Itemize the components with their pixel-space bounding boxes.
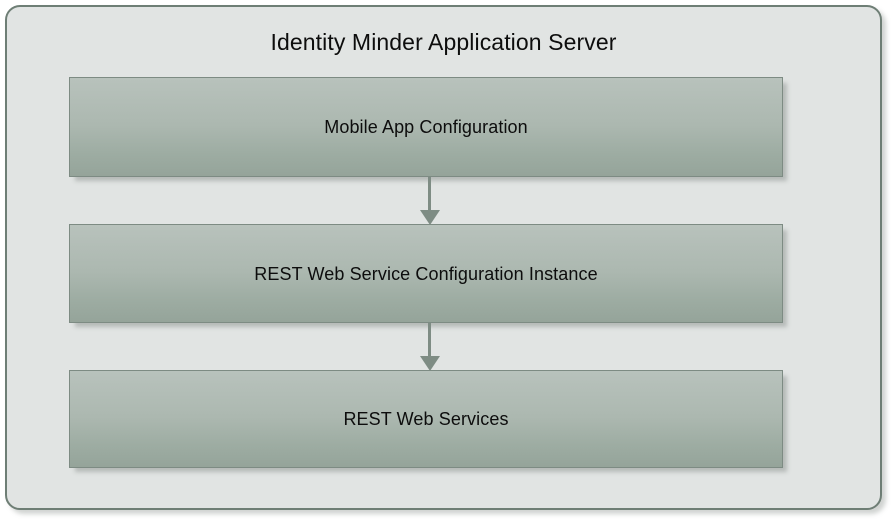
flow-arrow-rest-config-to-rest-services [420, 323, 440, 371]
node-mobile-app-configuration[interactable]: Mobile App Configuration [69, 77, 783, 177]
container-title: Identity Minder Application Server [270, 29, 617, 55]
node-label: REST Web Services [343, 409, 509, 429]
arrow-shaft [428, 177, 431, 211]
node-rest-web-service-configuration-instance[interactable]: REST Web Service Configuration Instance [69, 224, 783, 323]
node-label: Mobile App Configuration [324, 117, 528, 137]
application-server-container: Identity Minder Application Server Mobil… [5, 5, 882, 510]
node-label: REST Web Service Configuration Instance [254, 263, 598, 284]
flow-arrow-mobile-app-to-rest-config [420, 177, 440, 225]
arrow-head-down-icon [420, 356, 440, 371]
arrow-shaft [428, 323, 431, 357]
arrow-head-down-icon [420, 210, 440, 225]
node-rest-web-services[interactable]: REST Web Services [69, 370, 783, 468]
